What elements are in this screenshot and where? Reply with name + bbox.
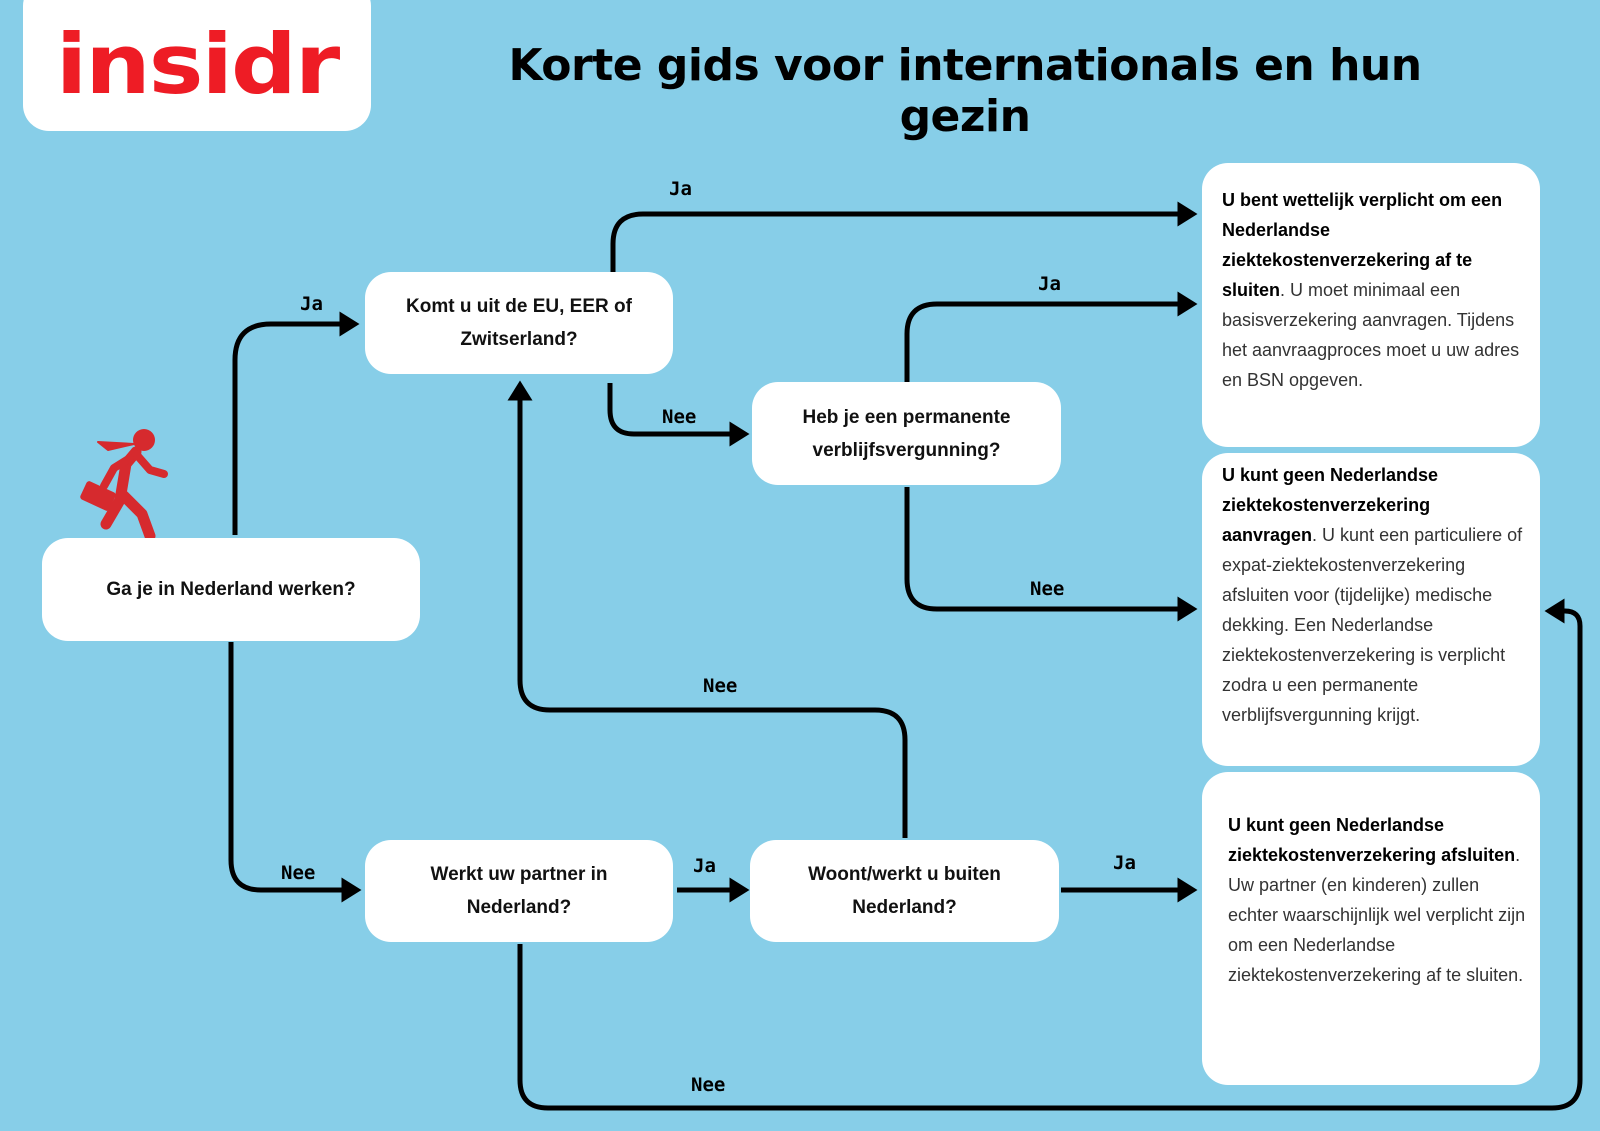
result-body: . U moet minimaal een basisverzekering a… [1222,280,1520,390]
label-no: Nee [691,1074,726,1096]
question-work-in-nl: Ga je in Nederland werken? [42,538,420,641]
label-yes: Ja [1038,273,1061,295]
logo: insidr [23,0,371,131]
question-partner-works-nl: Werkt uw partner in Nederland? [365,840,673,942]
result-cannot-take-out: U kunt geen Nederlandse ziektekostenverz… [1202,772,1540,1085]
label-no: Nee [703,675,738,697]
question-live-work-abroad: Woont/werkt u buiten Nederland? [750,840,1059,942]
label-yes: Ja [1113,852,1136,874]
label-no: Nee [281,862,316,884]
page-title: Korte gids voor internationals en hun ge… [508,40,1422,142]
question-eu-origin: Komt u uit de EU, EER of Zwitserland? [365,272,673,374]
label-yes: Ja [669,178,692,200]
label-no: Nee [1030,578,1065,600]
result-body: . Uw partner (en kinderen) zullen echter… [1228,845,1526,985]
arrow-permit-no [904,487,1198,622]
arrow-partner-no [517,598,1583,1111]
arrow-abroad-no [507,380,908,838]
arrow-eu-no [607,383,750,447]
result-cannot-apply: U kunt geen Nederlandse ziektekostenverz… [1202,453,1540,766]
arrow-eu-yes [610,201,1198,272]
label-yes: Ja [693,855,716,877]
result-headline: U kunt geen Nederlandse ziektekostenverz… [1222,465,1439,545]
arrow-work-no [228,642,362,903]
result-body: . U kunt een particuliere of expat-ziekt… [1222,525,1523,725]
result-headline: U bent wettelijk verplicht om een Nederl… [1222,190,1503,300]
label-no: Nee [662,406,697,428]
label-yes: Ja [300,293,323,315]
businessman-walking-icon [80,429,168,540]
result-obligated: U bent wettelijk verplicht om een Nederl… [1202,163,1540,447]
result-headline: U kunt geen Nederlandse ziektekostenverz… [1228,815,1516,865]
question-permanent-permit: Heb je een permanente verblijfsvergunnin… [752,382,1061,485]
arrow-permit-yes [904,291,1198,382]
arrow-work-yes [232,311,360,535]
